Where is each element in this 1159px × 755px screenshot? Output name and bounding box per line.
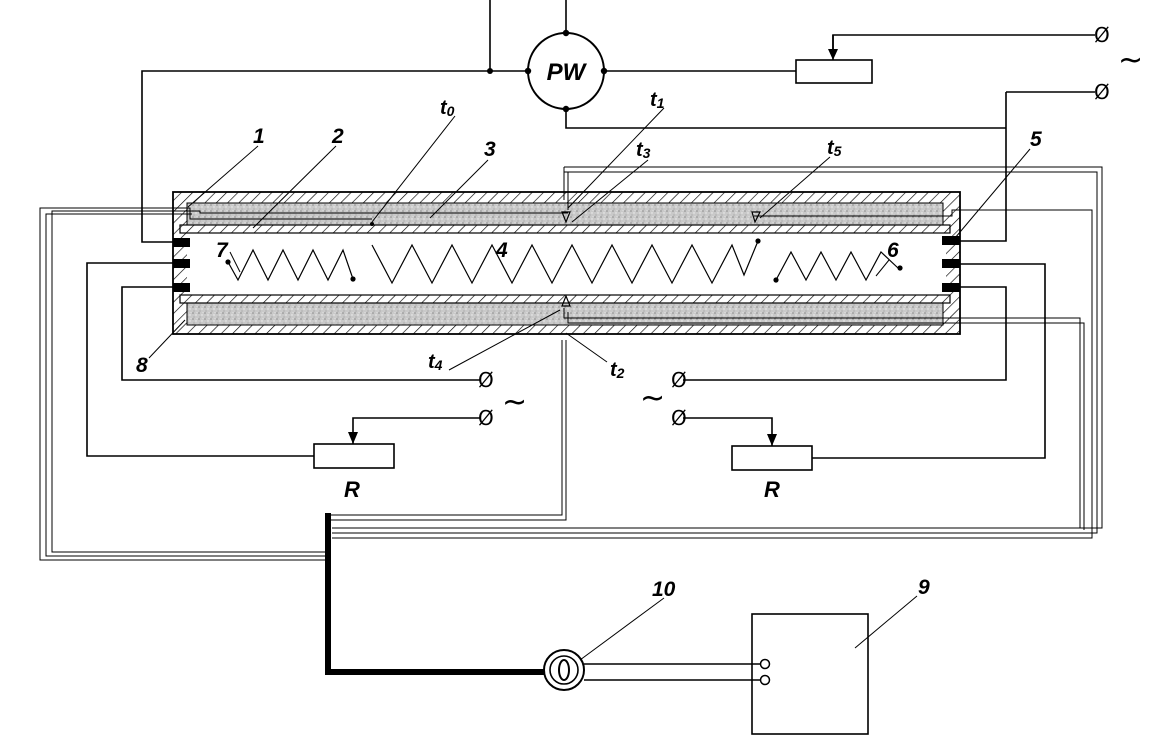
- part-label-6: 6: [887, 239, 899, 262]
- terminal-symbol-top-2: Ø: [1094, 80, 1110, 104]
- guard-heater-left-coil: [227, 248, 354, 282]
- thermocouple-label-t5: t5: [827, 137, 842, 159]
- thermocouple-label-t3: t3: [636, 139, 651, 161]
- thermocouple-wires: [39, 166, 1103, 561]
- part-label-3: 3: [484, 138, 496, 161]
- terminal-symbol-top-1: Ø: [1094, 23, 1110, 47]
- thermocouple-label-t1: t1: [650, 89, 665, 111]
- part-label-1: 1: [253, 125, 265, 148]
- part-label-9: 9: [918, 576, 930, 599]
- left-guard-circuit: [86, 262, 480, 469]
- terminal-blocks: [173, 236, 960, 292]
- terminal-symbol-right-1: Ø: [671, 368, 687, 392]
- terminal-symbol-left-1: Ø: [478, 368, 494, 392]
- thermocouple-label-t0: t0: [440, 97, 455, 119]
- right-guard-circuit: [683, 263, 1046, 471]
- ac-symbol-top: ~: [1118, 43, 1143, 78]
- part-label-8: 8: [136, 354, 148, 377]
- terminal-symbol-left-2: Ø: [478, 406, 494, 430]
- part-label-2: 2: [331, 125, 344, 148]
- ac-symbol-left: ~: [502, 385, 527, 420]
- thermocouple-label-t2: t2: [610, 359, 625, 381]
- leader-lines: [148, 107, 1031, 661]
- ac-symbol-right: ~: [640, 381, 665, 416]
- thermocouple-label-t4: t4: [428, 351, 443, 373]
- part-label-10: 10: [652, 578, 676, 601]
- guard-heater-right-coil: [775, 250, 899, 282]
- rheostat-right-label: R: [764, 477, 780, 502]
- part-label-5: 5: [1030, 128, 1042, 151]
- signal-cable: [325, 513, 869, 735]
- heater-coils: [225, 238, 903, 285]
- rheostat-left-label: R: [344, 477, 360, 502]
- part-label-7: 7: [216, 239, 229, 262]
- wattmeter-label: PW: [547, 59, 588, 86]
- part-label-4: 4: [495, 239, 508, 262]
- power-wiring: [141, 0, 1095, 243]
- terminal-symbol-right-2: Ø: [671, 406, 687, 430]
- main-heater-coil: [371, 240, 759, 285]
